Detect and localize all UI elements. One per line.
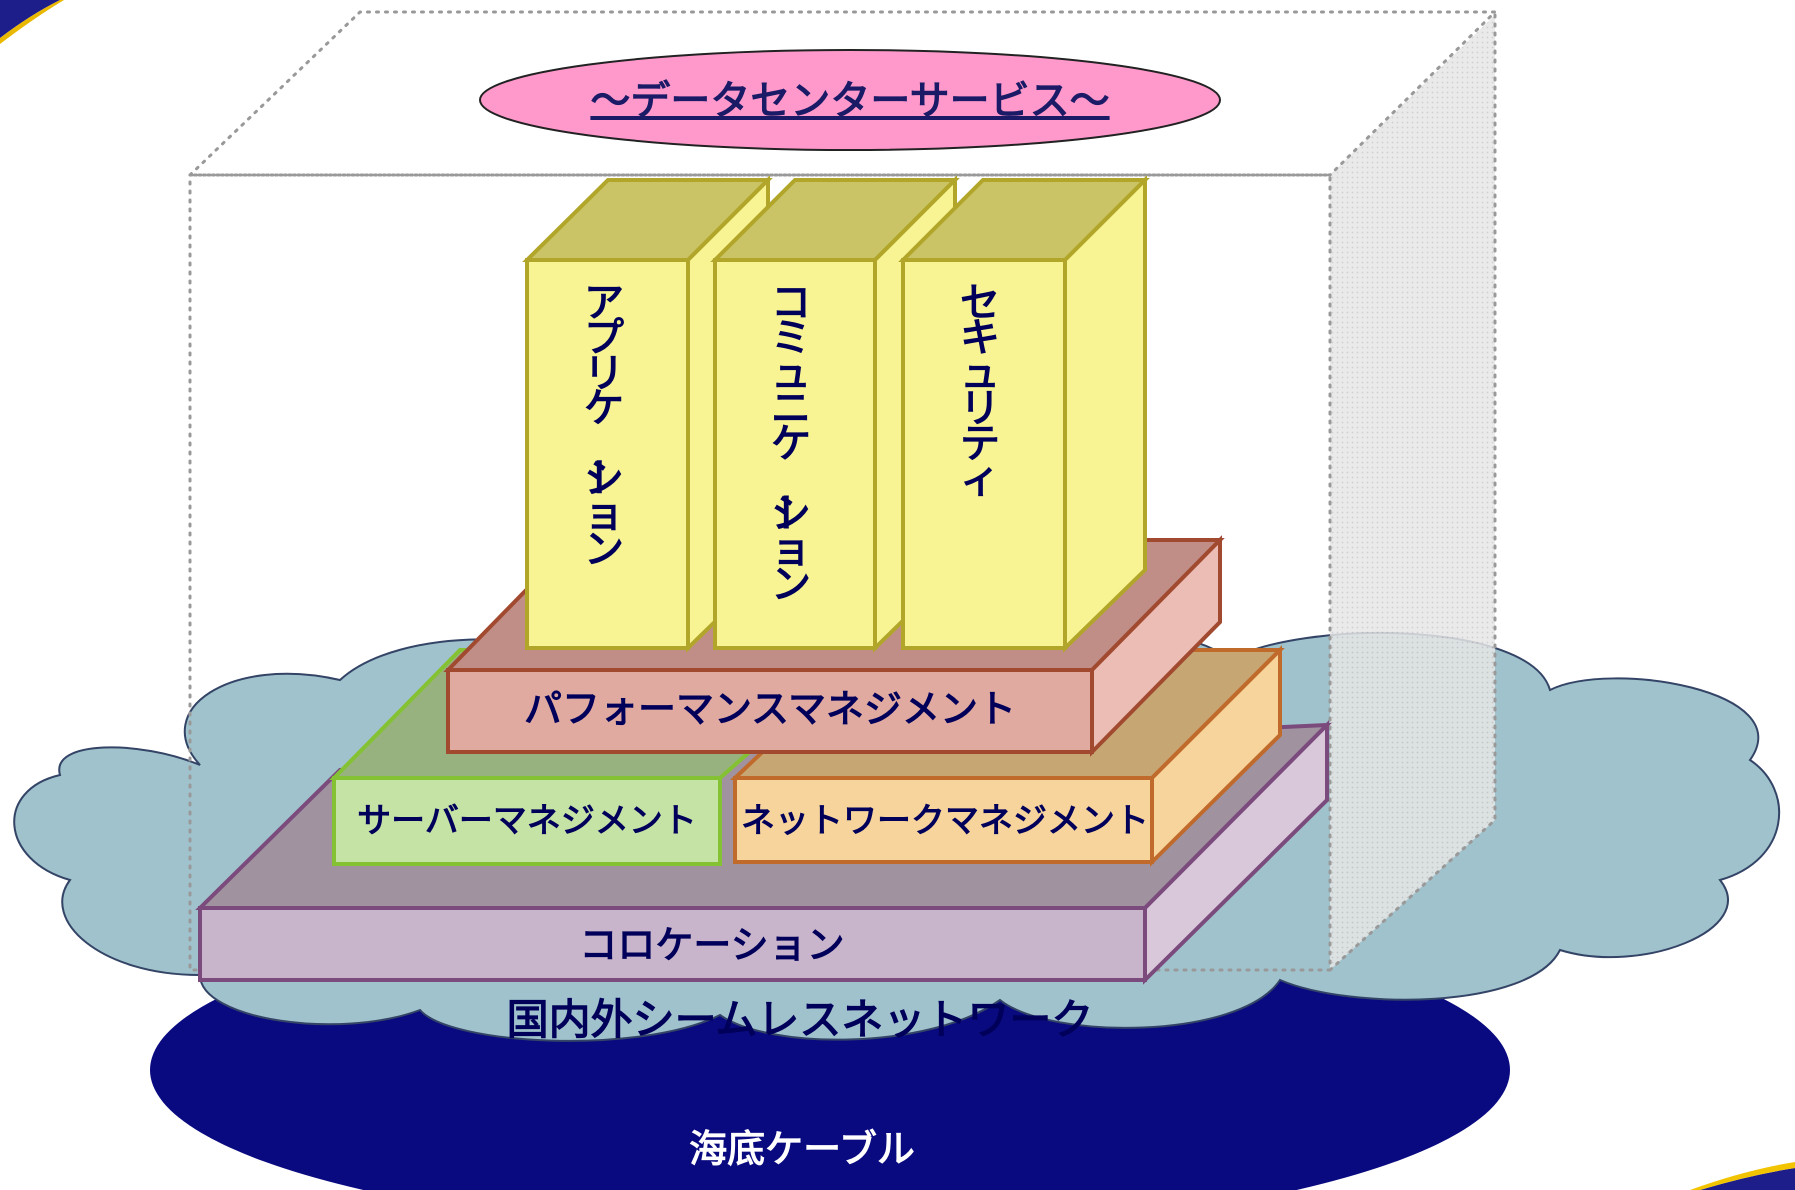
page-title: ～データセンターサービス～ [590,78,1109,124]
colocation-label: コロケーション [579,923,844,967]
security-box: セキュリティ [898,175,1150,653]
communication-label: コミュニケーション [761,280,811,608]
bottom-right-swoosh-gold [1690,1162,1795,1190]
base-label: 海底ケーブル [689,1127,915,1171]
top-left-swoosh [0,0,60,38]
network-management-label: ネットワークマネジメント [741,801,1149,841]
performance-management-label: パフォーマンスマネジメント [524,687,1016,731]
server-management-label: サーバーマネジメント [357,801,697,841]
cloud-label: 国内外シームレスネットワーク [507,995,1094,1044]
bottom-right-swoosh [1700,1168,1795,1190]
application-label: アプリケーション [574,280,624,572]
title-oval [479,49,1221,151]
security-label: セキュリティ [960,280,1000,502]
data-center-box [186,10,1499,972]
